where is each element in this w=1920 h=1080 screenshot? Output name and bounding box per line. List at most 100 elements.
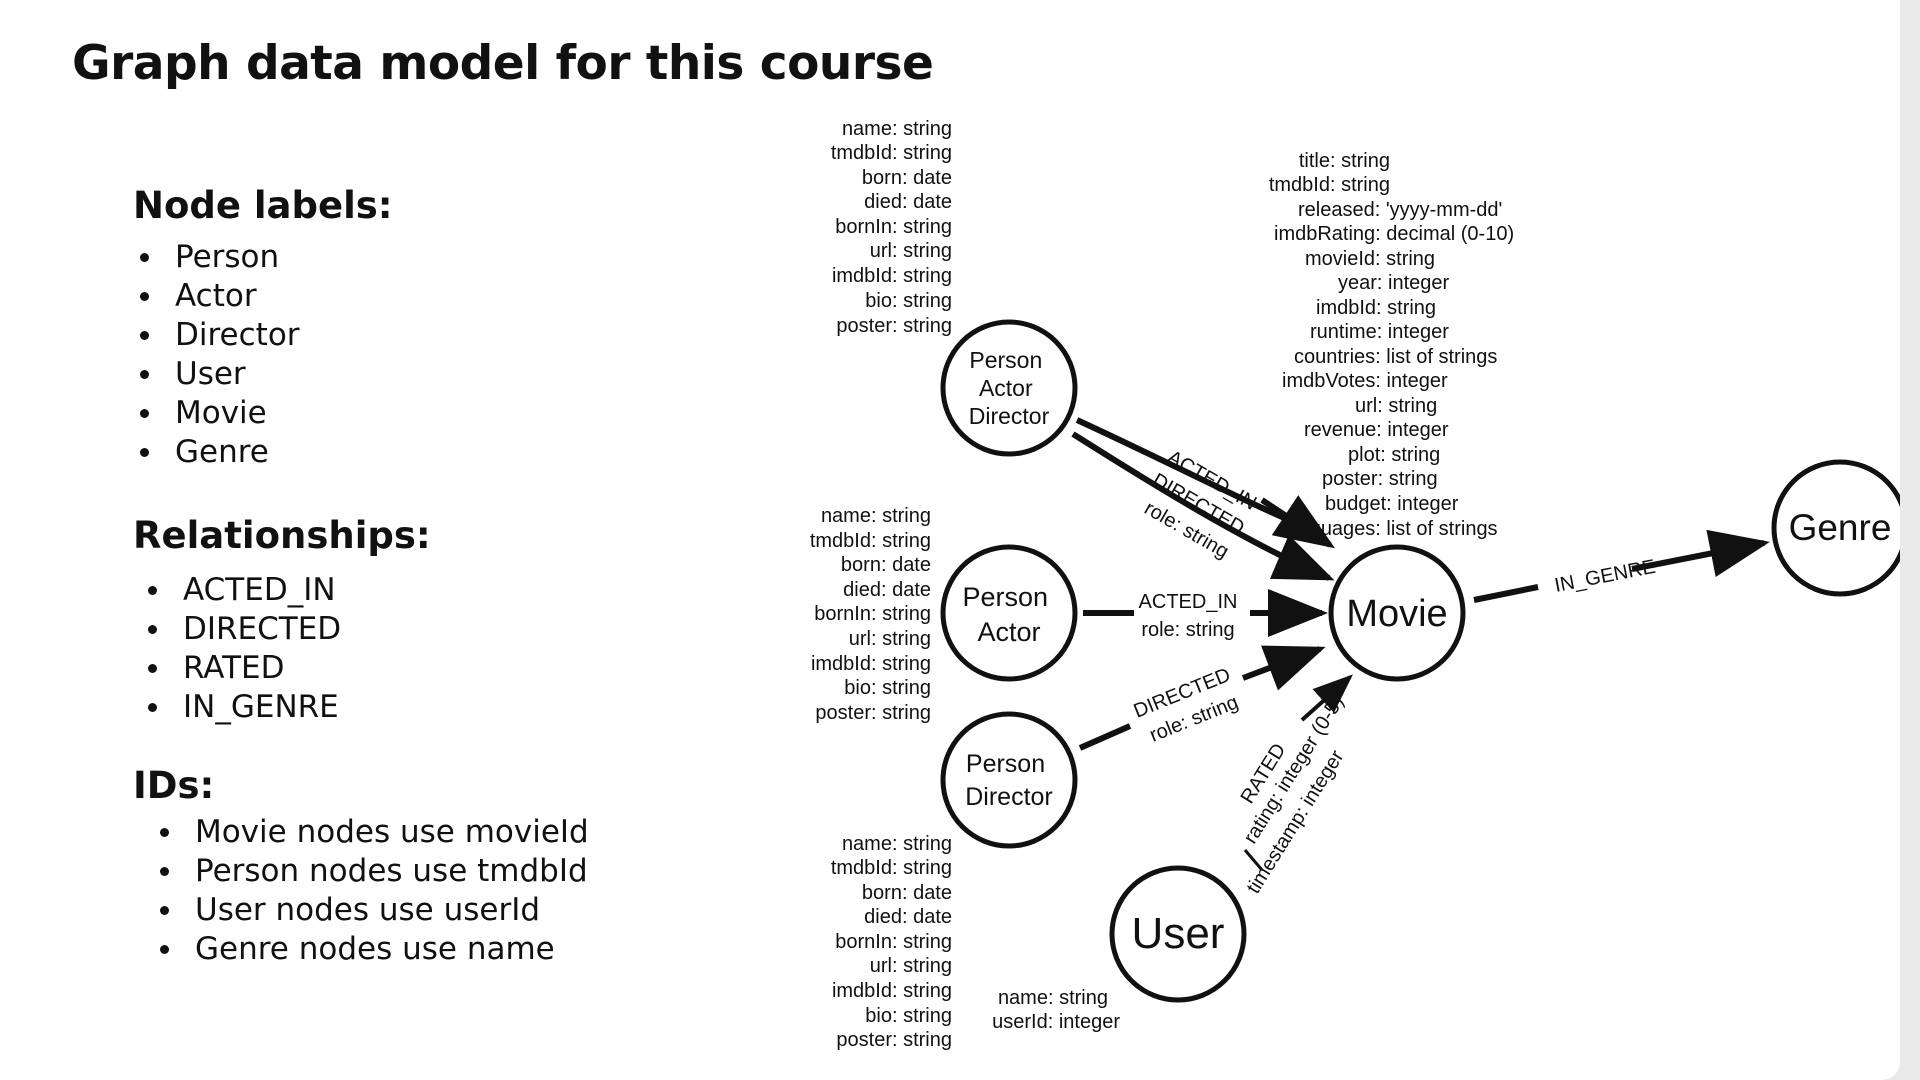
property-label: title: string — [1299, 150, 1390, 172]
node-label: Actor — [979, 375, 1033, 401]
node-person-actor: Person Actor — [940, 544, 1078, 682]
node-person-director: Person Director — [940, 711, 1078, 849]
property-label: born: date — [862, 882, 952, 904]
rel-label-role: role: string — [1141, 619, 1234, 641]
node-label: Person — [966, 750, 1045, 778]
properties-person-actor: name: string tmdbId: string born: date d… — [810, 505, 931, 724]
node-label: Actor — [977, 617, 1040, 647]
property-label: died: date — [864, 906, 952, 928]
property-label: died: date — [843, 579, 931, 601]
node-label: Director — [965, 783, 1053, 811]
property-label: movieId: string — [1305, 248, 1435, 270]
directed-line-pad — [1071, 431, 1335, 581]
list-item: Person nodes use tmdbId — [157, 852, 589, 891]
property-label: budget: integer — [1325, 493, 1459, 515]
rated-arrow — [1300, 674, 1353, 722]
list-item: Movie nodes use movieId — [157, 813, 589, 852]
property-label: imdbId: string — [832, 980, 952, 1002]
list-item: IN_GENRE — [145, 688, 341, 727]
rel-label-acted-in: ACTED_IN — [1139, 591, 1238, 613]
property-label: plot: string — [1348, 444, 1440, 466]
property-label: tmdbId: string — [1269, 174, 1390, 196]
property-label: url: string — [870, 240, 952, 262]
directed-line-pd — [1078, 723, 1132, 751]
node-user: User — [1109, 865, 1247, 1003]
node-label: Genre — [1789, 507, 1892, 548]
property-label: imdbId: string — [811, 653, 931, 675]
node-labels-list: Person Actor Director User Movie Genre — [137, 238, 300, 472]
properties-person-actor-director: name: string tmdbId: string born: date d… — [831, 118, 952, 337]
node-genre: Genre — [1771, 459, 1900, 597]
property-label: tmdbId: string — [831, 142, 952, 164]
property-label: born: date — [841, 554, 931, 576]
relationship-lines — [1071, 417, 1770, 871]
node-movie: Movie — [1328, 544, 1466, 682]
property-label: tmdbId: string — [810, 530, 931, 552]
property-label: released: 'yyyy-mm-dd' — [1298, 199, 1502, 221]
ids-heading: IDs: — [133, 764, 215, 807]
rel-label-in-genre: IN_GENRE — [1553, 556, 1658, 597]
list-item: Person — [137, 238, 300, 277]
property-label: bornIn: string — [814, 603, 931, 625]
directed-arrow-pd — [1241, 645, 1326, 691]
node-labels-heading: Node labels: — [133, 184, 393, 227]
list-item: RATED — [145, 649, 341, 688]
property-label: bio: string — [865, 290, 952, 312]
acted-in-line-pad — [1075, 417, 1291, 523]
property-label: imdbRating: decimal (0-10) — [1274, 223, 1514, 245]
property-label: poster: string — [815, 702, 931, 724]
svg-text:User: User — [1132, 909, 1225, 958]
property-label: url: string — [870, 955, 952, 977]
properties-person-director: name: string tmdbId: string born: date d… — [831, 833, 952, 1051]
list-item: Genre — [137, 433, 300, 472]
list-item: DIRECTED — [145, 610, 341, 649]
property-label: died: date — [864, 191, 952, 213]
property-label: url: string — [849, 628, 931, 650]
svg-text:Person Director: Person Director — [965, 750, 1053, 811]
property-label: name: string — [842, 118, 952, 140]
relationships-heading: Relationships: — [133, 514, 431, 557]
node-label: Person — [969, 347, 1042, 373]
list-item: Genre nodes use name — [157, 930, 589, 969]
node-label: Director — [969, 403, 1050, 429]
property-label: bio: string — [844, 677, 931, 699]
property-label: languages: list of strings — [1283, 518, 1498, 540]
page-title: Graph data model for this course — [72, 36, 934, 91]
node-person-actor-director: Person Actor Director — [940, 319, 1078, 457]
svg-text:Movie: Movie — [1346, 593, 1447, 635]
property-label: name: string — [842, 833, 952, 855]
property-label: bornIn: string — [835, 216, 952, 238]
in-genre-arrow — [1631, 529, 1770, 577]
property-label: userId: integer — [992, 1011, 1120, 1033]
list-item: Actor — [137, 277, 300, 316]
ids-list: Movie nodes use movieId Person nodes use… — [157, 813, 589, 969]
list-item: User — [137, 355, 300, 394]
property-label: name: string — [998, 987, 1108, 1009]
node-label: User — [1132, 909, 1225, 958]
property-label: born: date — [862, 167, 952, 189]
property-label: poster: string — [836, 1029, 952, 1051]
in-genre-line — [1473, 584, 1539, 603]
svg-text:Genre: Genre — [1789, 507, 1892, 548]
properties-movie: title: string tmdbId: string released: '… — [1269, 150, 1514, 540]
property-label: imdbId: string — [832, 265, 952, 287]
property-label: poster: string — [836, 315, 952, 337]
property-label: imdbId: string — [1316, 297, 1436, 319]
properties-user: name: string userId: integer — [992, 987, 1120, 1033]
relationships-list: ACTED_IN DIRECTED RATED IN_GENRE — [145, 571, 341, 727]
node-label: Person — [962, 582, 1048, 612]
svg-text:Person Actor: Person Actor — [962, 582, 1055, 647]
list-item: ACTED_IN — [145, 571, 341, 610]
property-label: name: string — [821, 505, 931, 527]
property-label: revenue: integer — [1304, 419, 1449, 441]
property-label: url: string — [1355, 395, 1437, 417]
property-label: year: integer — [1338, 272, 1450, 294]
property-label: bornIn: string — [835, 931, 952, 953]
property-label: runtime: integer — [1310, 321, 1449, 343]
list-item: User nodes use userId — [157, 891, 589, 930]
node-label: Movie — [1346, 593, 1447, 635]
property-label: imdbVotes: integer — [1282, 370, 1448, 392]
list-item: Movie — [137, 394, 300, 433]
property-label: tmdbId: string — [831, 857, 952, 879]
